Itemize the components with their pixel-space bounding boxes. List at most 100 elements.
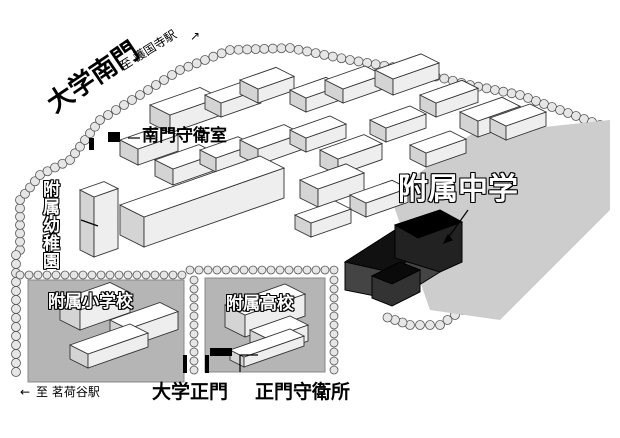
- building-face: [458, 96, 522, 122]
- to-myogadani-arrow-icon: ←: [20, 385, 31, 399]
- tree-icon: [24, 270, 34, 280]
- tree-icon: [69, 270, 79, 280]
- tree-icon: [293, 44, 304, 55]
- high-school-label: 附属高校: [226, 294, 294, 314]
- tree-icon: [189, 275, 199, 285]
- building-face: [298, 163, 366, 190]
- tree-icon: [11, 313, 21, 323]
- tree-icon: [200, 55, 210, 65]
- tree-icon: [239, 265, 249, 275]
- tree-icon: [60, 270, 70, 280]
- south-gate-post-left: [89, 138, 94, 150]
- tree-icon: [11, 367, 21, 377]
- tree-icon: [329, 311, 339, 321]
- tree-icon: [189, 356, 199, 366]
- tree-icon: [87, 270, 97, 280]
- tree-icon: [96, 270, 106, 280]
- tree-icon: [370, 59, 381, 70]
- tree-icon: [11, 322, 21, 332]
- kindergarten-label: 附属幼稚園: [39, 180, 59, 270]
- tree-icon: [75, 141, 85, 152]
- building-face: [108, 302, 180, 330]
- tree-icon: [382, 312, 393, 323]
- tree-icon: [15, 236, 25, 247]
- tree-icon: [329, 284, 339, 294]
- tree-icon: [329, 356, 339, 366]
- tree-icon: [266, 265, 276, 275]
- junior-high-building: [343, 209, 464, 307]
- tree-icon: [439, 73, 450, 84]
- tree-icon: [11, 259, 21, 269]
- tree-icon: [329, 320, 339, 330]
- tree-icon: [481, 83, 492, 94]
- building-face: [418, 79, 480, 104]
- tree-icon: [167, 70, 177, 80]
- tree-icon: [506, 88, 517, 99]
- tree-icon: [95, 115, 105, 125]
- tree-icon: [208, 51, 219, 62]
- tree-icon: [194, 265, 204, 275]
- tree-icon: [285, 43, 295, 53]
- tree-icon: [11, 340, 21, 350]
- tree-icon: [250, 44, 261, 55]
- tree-icon: [225, 45, 235, 55]
- campus-buildings: [58, 53, 548, 369]
- tree-icon: [276, 43, 287, 54]
- tree-icon: [302, 46, 313, 57]
- elementary-school-label: 附属小学校: [48, 292, 133, 312]
- tree-icon: [103, 110, 113, 120]
- tree-icon: [329, 265, 339, 275]
- tree-icon: [90, 121, 100, 132]
- tree-icon: [15, 220, 25, 230]
- building-face: [118, 125, 180, 150]
- building-face: [58, 282, 132, 311]
- tree-icon: [183, 61, 194, 72]
- tree-icon: [105, 270, 115, 280]
- tree-icon: [435, 320, 445, 330]
- tree-icon: [177, 270, 187, 280]
- tree-icon: [248, 265, 258, 275]
- tree-icon: [230, 265, 240, 275]
- tree-icon: [311, 265, 321, 275]
- tree-icon: [143, 85, 153, 95]
- tree-icon: [150, 270, 160, 280]
- tree-icon: [33, 270, 43, 280]
- building-face: [68, 323, 150, 355]
- tree-icon: [498, 86, 509, 97]
- tree-icon: [141, 270, 151, 280]
- tree-icon: [490, 85, 500, 95]
- tree-icon: [11, 295, 21, 305]
- building-face: [228, 328, 306, 358]
- main-gate-post-left: [183, 355, 187, 373]
- tree-icon: [159, 75, 169, 85]
- tree-icon: [319, 49, 330, 60]
- tree-icon: [293, 265, 303, 275]
- tree-icon: [189, 320, 199, 330]
- tree-icon: [221, 265, 231, 275]
- tree-icon: [85, 128, 95, 139]
- south-gate-guard-label: 南門守衛室: [142, 126, 227, 146]
- tree-icon: [336, 53, 347, 64]
- tree-icon: [203, 265, 213, 275]
- tree-icon: [11, 250, 21, 260]
- tree-icon: [159, 270, 169, 280]
- building-face: [488, 103, 548, 127]
- tree-icon: [185, 265, 195, 275]
- tree-icon: [132, 270, 142, 280]
- tree-icon: [114, 270, 124, 280]
- gate-markers: [89, 132, 232, 373]
- tree-icon: [42, 270, 52, 280]
- kindergarten-pointer: [80, 219, 99, 227]
- tree-icon: [329, 293, 339, 303]
- tree-icon: [302, 265, 312, 275]
- building-face: [368, 105, 428, 129]
- tree-icon: [15, 211, 25, 222]
- tree-icon: [189, 365, 199, 375]
- tree-icon: [11, 304, 21, 314]
- junior-high-label: 附属中学: [398, 172, 518, 207]
- tree-icon: [189, 338, 199, 348]
- tree-icon: [119, 100, 129, 110]
- tree-icon: [11, 349, 21, 359]
- tree-icon: [168, 270, 178, 280]
- tree-icon: [111, 105, 121, 115]
